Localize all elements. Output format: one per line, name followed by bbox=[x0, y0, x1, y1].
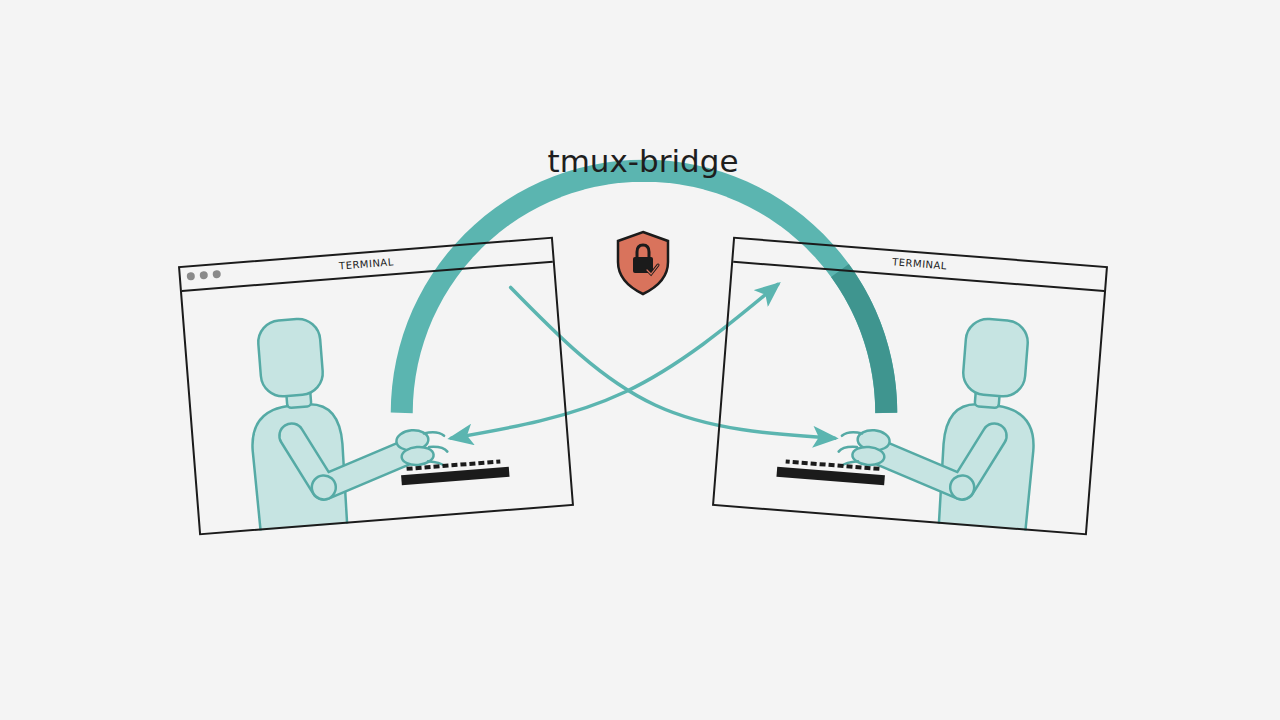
terminal-window: TERMINAL bbox=[712, 237, 1108, 536]
window-title: TERMINAL bbox=[734, 239, 1106, 285]
diagram-title: tmux-bridge bbox=[440, 143, 846, 179]
bridge-arc-shade bbox=[840, 270, 886, 412]
title-text: tmux-bridge bbox=[548, 143, 739, 179]
bridge-arc bbox=[402, 171, 886, 413]
terminal-window: TERMINAL bbox=[178, 237, 574, 536]
shield-icon bbox=[618, 232, 668, 294]
window-title: TERMINAL bbox=[180, 239, 552, 285]
flow-arrow bbox=[451, 284, 777, 438]
